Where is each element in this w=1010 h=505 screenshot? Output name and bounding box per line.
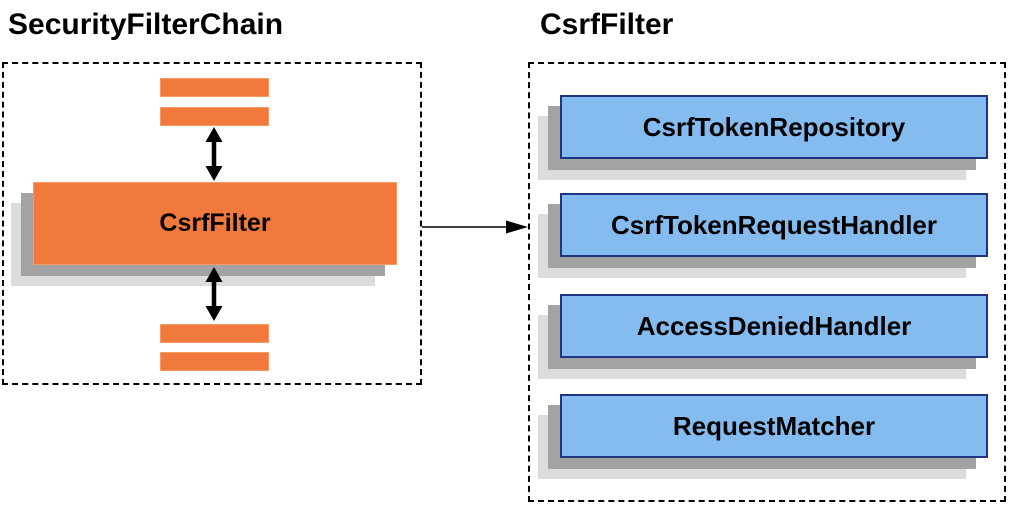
component-box: AccessDeniedHandler — [538, 294, 988, 379]
component-label: CsrfTokenRequestHandler — [610, 209, 938, 240]
component-label: CsrfTokenRepository — [642, 111, 906, 142]
left-panel-title: SecurityFilterChain — [8, 8, 284, 41]
component-box-face: CsrfTokenRequestHandler — [560, 193, 988, 257]
up-down-arrow-icon — [205, 267, 223, 321]
filter-placeholder-bar — [160, 107, 269, 126]
right-arrow-icon — [422, 220, 528, 234]
right-panel-title: CsrfFilter — [540, 8, 674, 41]
component-label: RequestMatcher — [672, 410, 876, 441]
security-filter-chain-container — [2, 62, 422, 385]
component-box-face: RequestMatcher — [560, 394, 988, 458]
component-box: RequestMatcher — [538, 394, 988, 479]
filter-placeholder-bar — [160, 352, 269, 371]
csrf-filter-container — [528, 62, 1006, 502]
component-box: CsrfTokenRepository — [538, 95, 988, 180]
up-down-arrow-icon — [205, 127, 223, 181]
csrf-filter-box-face: CsrfFilter — [33, 182, 397, 265]
component-box-face: AccessDeniedHandler — [560, 294, 988, 358]
component-box-face: CsrfTokenRepository — [560, 95, 988, 159]
csrf-filter-box-label: CsrfFilter — [159, 209, 271, 237]
csrf-filter-box: CsrfFilter — [11, 182, 397, 286]
filter-placeholder-bar — [160, 78, 269, 97]
component-box: CsrfTokenRequestHandler — [538, 193, 988, 278]
filter-placeholder-bar — [160, 324, 269, 343]
component-label: AccessDeniedHandler — [636, 310, 912, 341]
